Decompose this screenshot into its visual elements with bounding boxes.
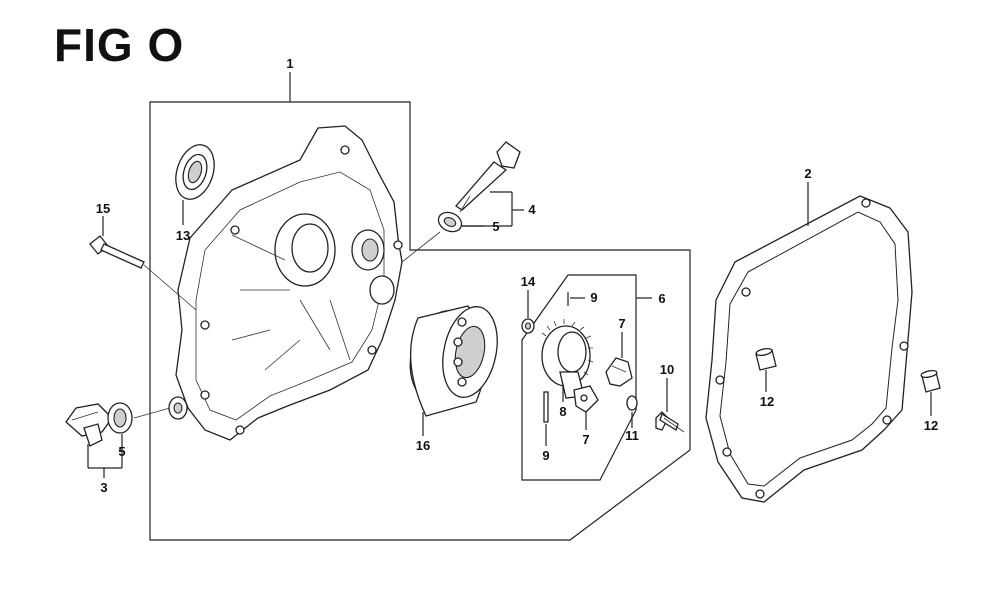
governor-weight <box>573 385 599 413</box>
governor-gear <box>541 319 594 399</box>
label-9a: 9 <box>590 290 597 305</box>
label-10: 10 <box>660 362 674 377</box>
governor-holder <box>605 357 633 387</box>
governor-group-outline <box>521 274 637 481</box>
oil-seal <box>175 144 215 200</box>
leader-filler <box>133 407 171 419</box>
dowel-pin-left <box>755 347 777 371</box>
label-6: 6 <box>658 291 665 306</box>
label-13: 13 <box>176 228 190 243</box>
label-14: 14 <box>521 274 536 289</box>
oil-level-gauge <box>455 141 521 213</box>
label-4: 4 <box>528 202 536 217</box>
assembly-bracket-outline <box>149 101 691 541</box>
label-11: 11 <box>625 428 639 443</box>
thrust-washer <box>521 318 535 334</box>
label-7a: 7 <box>618 316 625 331</box>
flange-bolt <box>89 235 145 269</box>
label-3: 3 <box>100 480 107 495</box>
label-5b: 5 <box>118 444 125 459</box>
governor-shaft <box>655 411 685 433</box>
label-5a: 5 <box>492 219 499 234</box>
label-7b: 7 <box>582 432 589 447</box>
leader-15-b <box>143 264 197 311</box>
radial-ball-bearing <box>409 305 498 417</box>
leader-dipstick <box>401 231 441 263</box>
oil-filler-cap <box>65 403 113 447</box>
label-15: 15 <box>96 201 110 216</box>
dowel-pin-right <box>920 369 941 393</box>
label-1: 1 <box>286 56 293 71</box>
figure-title: FIG O <box>54 19 185 71</box>
label-9b: 9 <box>542 448 549 463</box>
o-ring-lower <box>107 402 133 434</box>
label-12a: 12 <box>760 394 774 409</box>
label-2: 2 <box>804 166 811 181</box>
label-16: 16 <box>416 438 430 453</box>
crankcase-cover <box>168 125 403 441</box>
o-ring <box>437 211 463 233</box>
label-8: 8 <box>559 404 566 419</box>
label-12b: 12 <box>924 418 938 433</box>
cover-gasket <box>705 195 913 503</box>
pin-lower <box>543 391 549 423</box>
small-washer <box>626 395 638 411</box>
